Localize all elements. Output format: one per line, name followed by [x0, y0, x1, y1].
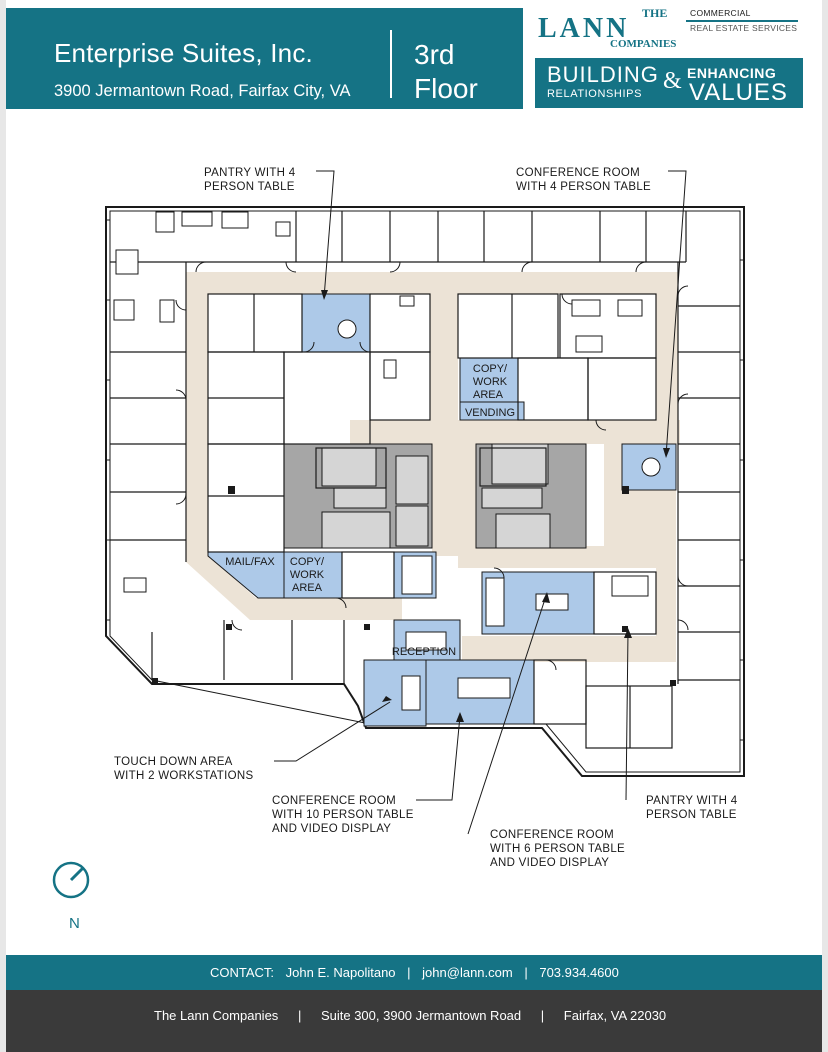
callout-touchdown: TOUCH DOWN AREA WITH 2 WORKSTATIONS [114, 755, 253, 783]
contact-separator: | [407, 965, 411, 980]
callout-conference-4: CONFERENCE ROOM WITH 4 PERSON TABLE [516, 166, 651, 194]
contact-email[interactable]: john@lann.com [422, 965, 513, 980]
callout-pantry-top: PANTRY WITH 4 PERSON TABLE [204, 166, 295, 194]
header-divider [390, 30, 392, 98]
callout-conference-6: CONFERENCE ROOM WITH 6 PERSON TABLE AND … [490, 828, 625, 870]
floor-number: 3rd [414, 39, 455, 70]
callout-line: WITH 4 PERSON TABLE [516, 181, 651, 193]
callout-line: WITH 10 PERSON TABLE [272, 809, 414, 821]
tagline-values: VALUES [689, 79, 788, 106]
room-labels: COPY/ WORK AREA VENDING MAIL/FAX COPY/ W… [225, 363, 515, 658]
room-copy-work-2c: AREA [292, 582, 323, 594]
room-copy-work-1b: WORK [473, 376, 508, 388]
room-vending: VENDING [465, 407, 515, 419]
building-core [283, 443, 587, 549]
logo-lann: LANN [538, 13, 630, 44]
callout-leaders [274, 170, 687, 835]
footer-bar: The Lann Companies | Suite 300, 3900 Jer… [6, 990, 822, 1052]
contact-separator: | [524, 965, 528, 980]
footer-info: The Lann Companies | Suite 300, 3900 Jer… [154, 1008, 666, 1023]
footer-city: Fairfax, VA 22030 [563, 1008, 667, 1023]
callout-conference-10: CONFERENCE ROOM WITH 10 PERSON TABLE AND… [272, 794, 414, 836]
callout-line: WITH 2 WORKSTATIONS [114, 770, 254, 782]
tagline-ampersand: & [663, 68, 682, 94]
header-banner: Enterprise Suites, Inc. 3900 Jermantown … [6, 8, 523, 109]
lann-logo: THE LANN COMPANIES COMMERCIAL REAL ESTAT… [530, 0, 822, 112]
corridor [186, 272, 680, 662]
logo-the: THE [642, 6, 668, 20]
footer-separator: | [540, 1008, 545, 1023]
room-copy-work-2: COPY/ [290, 556, 325, 568]
tagline-banner: BUILDING RELATIONSHIPS & ENHANCING VALUE… [535, 58, 803, 108]
callout-line: CONFERENCE ROOM [490, 829, 614, 841]
logo-commercial: COMMERCIAL [690, 8, 751, 18]
door-swings [175, 261, 689, 671]
callout-line: PERSON TABLE [646, 809, 737, 821]
furniture [113, 211, 661, 711]
property-address: 3900 Jermantown Road, Fairfax City, VA [54, 82, 351, 100]
page: Enterprise Suites, Inc. 3900 Jermantown … [6, 0, 822, 1052]
north-compass-icon [52, 861, 90, 899]
callout-line: PERSON TABLE [204, 181, 295, 193]
callout-line: CONFERENCE ROOM [272, 795, 396, 807]
room-copy-work-1: COPY/ [473, 363, 508, 375]
callout-line: PANTRY WITH 4 [204, 167, 296, 179]
callout-line: WITH 6 PERSON TABLE [490, 843, 625, 855]
contact-label: CONTACT: [210, 965, 275, 980]
room-reception: RECEPTION [392, 646, 456, 658]
room-copy-work-2b: WORK [290, 569, 325, 581]
footer-company: The Lann Companies [154, 1008, 279, 1023]
callout-arrowheads [321, 290, 670, 722]
tagline-building: BUILDING [547, 62, 659, 87]
contact-name: John E. Napolitano [285, 965, 396, 980]
footer-separator: | [297, 1008, 302, 1023]
tagline-enhancing: ENHANCING [687, 65, 777, 81]
callout-pantry-bottom: PANTRY WITH 4 PERSON TABLE [646, 794, 737, 822]
callout-line: AND VIDEO DISPLAY [272, 823, 392, 835]
callout-line: TOUCH DOWN AREA [114, 756, 233, 768]
company-title: Enterprise Suites, Inc. [54, 38, 313, 68]
room-mail-fax: MAIL/FAX [225, 556, 275, 568]
callout-line: PANTRY WITH 4 [646, 795, 738, 807]
footer-suite: Suite 300, 3900 Jermantown Road [320, 1008, 522, 1023]
logo-companies: COMPANIES [610, 38, 677, 50]
contact-info: CONTACT: John E. Napolitano | john@lann.… [210, 965, 619, 980]
columns [152, 486, 676, 686]
callout-line: AND VIDEO DISPLAY [490, 857, 610, 869]
logo-real-estate: REAL ESTATE SERVICES [690, 23, 798, 33]
callout-line: CONFERENCE ROOM [516, 167, 640, 179]
window-mullions [106, 219, 744, 741]
floor-label: 3rd Floor [414, 38, 478, 106]
compass-north-label: N [69, 915, 80, 932]
logo-rule [686, 20, 798, 22]
floor-plan: COPY/ WORK AREA VENDING MAIL/FAX COPY/ W… [105, 170, 745, 835]
floor-word: Floor [414, 73, 478, 104]
room-copy-work-1c: AREA [473, 389, 504, 401]
contact-phone[interactable]: 703.934.4600 [539, 965, 619, 980]
contact-bar: CONTACT: John E. Napolitano | john@lann.… [6, 955, 822, 990]
tagline-relationships: RELATIONSHIPS [547, 88, 643, 100]
